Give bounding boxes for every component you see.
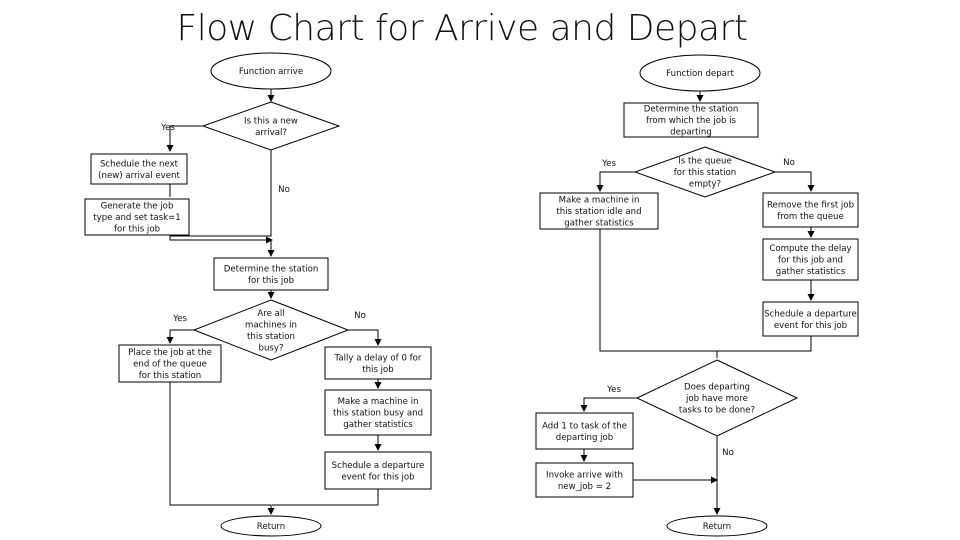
function-depart-terminal-shape xyxy=(639,54,761,92)
new-arrival-no-label: No xyxy=(278,185,290,195)
flow-line-23 xyxy=(716,336,812,358)
flow-arrow-5 xyxy=(166,329,194,344)
schedule-next-arrival-box-shape xyxy=(90,153,188,185)
determine-departing-station-box-shape xyxy=(623,102,759,138)
queue-empty-no-label: No xyxy=(783,158,795,168)
all-machines-busy-decision-shape xyxy=(192,299,350,361)
schedule-departure-box-depart-shape xyxy=(762,301,859,337)
return-terminal-arrive-label: Return xyxy=(257,522,286,532)
invoke-arrive-box-shape xyxy=(535,462,634,498)
return-terminal-arrive: Return xyxy=(220,515,322,537)
make-machine-busy-box-shape xyxy=(324,389,432,436)
place-job-in-queue-box-shape xyxy=(118,344,222,383)
flow-arrow-6 xyxy=(348,329,382,346)
schedule-departure-box-arrive-shape xyxy=(324,451,432,490)
flow-arrow-17 xyxy=(169,382,275,515)
tally-delay-box-shape xyxy=(324,346,432,380)
flow-arrow-10 xyxy=(596,171,635,192)
function-depart-terminal-label: Function depart xyxy=(666,69,734,79)
flow-arrow-1 xyxy=(166,125,203,152)
function-arrive-terminal: Function arrive xyxy=(210,52,332,90)
return-terminal-depart: Return xyxy=(666,515,768,537)
queue-empty-yes-label: Yes xyxy=(601,159,616,169)
new-arrival-yes-label: Yes xyxy=(160,123,175,133)
function-arrive-terminal-shape xyxy=(210,52,332,90)
remove-first-job-box-shape xyxy=(762,192,859,228)
page-title: Flow Chart for Arrive and Depart xyxy=(176,8,748,49)
flow-arrow-14 xyxy=(580,397,637,412)
schedule-next-arrival-box: Schedule the next(new) arrival event xyxy=(90,153,188,185)
return-terminal-arrive-shape xyxy=(220,515,322,537)
flow-line-22 xyxy=(599,229,717,352)
add-task-box-shape xyxy=(535,412,634,450)
connector-layer xyxy=(166,89,815,515)
schedule-next-arrival-box-label: Schedule the next(new) arrival event xyxy=(98,159,180,181)
more-tasks-decision-shape xyxy=(635,359,799,437)
queue-empty-decision-shape xyxy=(633,146,777,198)
more-tasks-no-label: No xyxy=(722,448,734,458)
function-depart-terminal: Function depart xyxy=(639,54,761,92)
flow-arrow-11 xyxy=(775,171,815,192)
generate-job-box-shape xyxy=(84,198,190,236)
all-busy-no-label: No xyxy=(354,311,366,321)
compute-delay-box-shape xyxy=(762,238,859,281)
return-terminal-depart-label: Return xyxy=(703,522,732,532)
new-arrival-decision-shape xyxy=(201,101,341,151)
make-machine-idle-box-shape xyxy=(539,192,659,230)
determine-station-arrive-box-shape xyxy=(213,257,329,291)
all-busy-yes-label: Yes xyxy=(172,314,187,324)
return-terminal-depart-shape xyxy=(666,515,768,537)
flow-line-21 xyxy=(272,489,379,506)
function-arrive-terminal-label: Function arrive xyxy=(239,67,303,77)
more-tasks-yes-label: Yes xyxy=(606,385,621,395)
